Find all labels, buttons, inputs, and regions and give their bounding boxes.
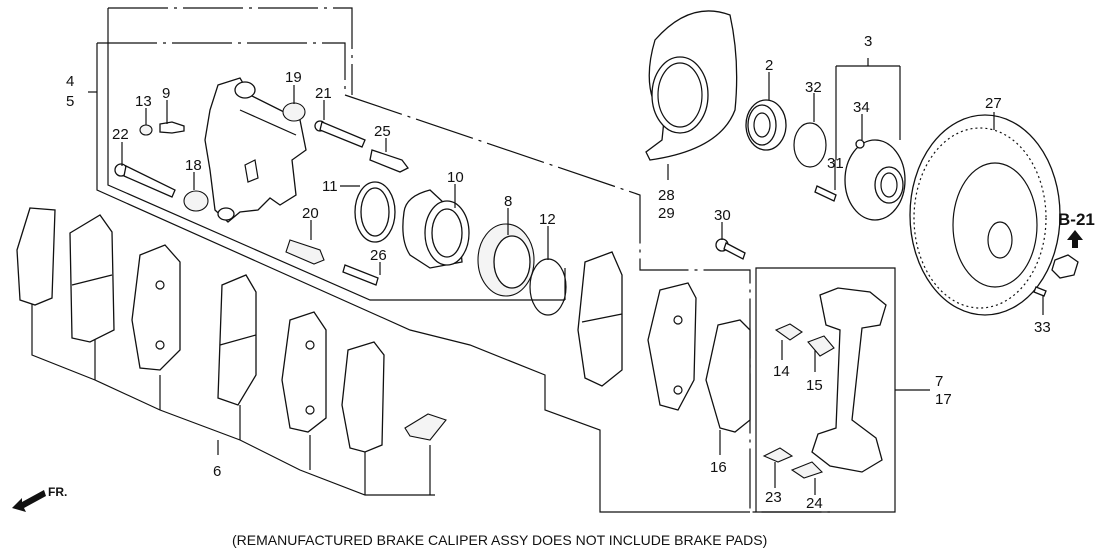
callout-9: 9 [162,85,170,102]
group-outline-caliper-assy [88,7,830,513]
callout-23: 23 [765,489,782,506]
caliper-bracket[interactable] [811,287,887,473]
callout-33: 33 [1034,319,1051,336]
pad-retainer-clip-23[interactable] [762,447,794,463]
brake-rotor[interactable] [909,114,1061,316]
front-direction-indicator: FR. [12,485,67,512]
callout-2: 2 [765,57,773,74]
splash-guard[interactable] [645,10,738,161]
brake-pad-inner-1[interactable] [217,274,257,406]
hub[interactable] [844,139,906,221]
callout-18: 18 [185,157,202,174]
callout-25: 25 [374,123,391,140]
slide-pin-bolt-22[interactable] [114,163,176,198]
callout-11: 11 [322,178,338,195]
bleeder-cap[interactable] [139,124,153,136]
front-arrow-icon [12,490,46,512]
callout-21: 21 [315,85,332,102]
group-outline-hub [835,58,901,160]
callout-26: 26 [370,247,387,264]
hub-bolt-31[interactable] [814,185,837,202]
slide-pin-25[interactable] [369,149,409,173]
callout-20: 20 [302,205,319,222]
callout-30: 30 [714,207,731,224]
callout-28: 28 [658,187,675,204]
brake-pad-outer-1[interactable] [69,214,115,343]
pin-boot-18[interactable] [183,190,209,212]
pad-shim-inner-2[interactable] [281,311,327,433]
caliper-bracket-bolt[interactable] [715,238,746,260]
callouts: 2 3 4 5 6 7 8 9 10 11 12 13 14 15 16 17 … [66,33,1051,512]
boot-retainer-ring[interactable] [529,258,567,316]
footnote: (REMANUFACTURED BRAKE CALIPER ASSY DOES … [232,532,767,548]
callout-3: 3 [864,33,872,50]
front-label: FR. [48,485,67,499]
callout-27: 27 [985,95,1002,112]
pad-shim-inner-1[interactable] [131,244,181,371]
piston-seal[interactable] [354,181,396,243]
brake-pad-outer-2[interactable] [577,251,623,387]
snap-ring[interactable] [793,122,827,168]
leader-lines [121,72,1044,495]
callout-17: 17 [935,391,952,408]
callout-24: 24 [806,495,823,512]
callout-19: 19 [285,69,302,86]
pad-shim-outer-3[interactable] [647,282,697,411]
pad-retainer-clip-24[interactable] [790,461,824,479]
slide-pin-20[interactable] [285,239,325,265]
callout-14: 14 [773,363,790,380]
reference-label[interactable]: B-21 [1058,210,1095,229]
reference-b21[interactable]: B-21 [1058,210,1095,248]
pad-shim-inner-3[interactable] [705,319,751,433]
callout-13: 13 [135,93,152,110]
callout-8: 8 [504,193,512,210]
pin-boot-19[interactable] [282,102,306,122]
callout-16: 16 [710,459,727,476]
callout-7: 7 [935,373,943,390]
slide-pin-26[interactable] [342,264,379,286]
callout-32: 32 [805,79,822,96]
pad-shim-outer-2[interactable] [341,341,385,453]
group-outline-caliper-bracket [755,267,930,513]
pad-retainer-clip-14[interactable] [774,323,803,341]
callout-10: 10 [447,169,464,186]
rotor-screw[interactable] [1033,286,1047,297]
pad-shim-outer-1[interactable] [16,207,56,306]
callout-31: 31 [827,155,844,172]
arrow-up-icon [1067,230,1083,248]
pad-retainer-clip[interactable] [404,413,447,441]
callout-5: 5 [66,93,74,110]
pad-retainer-clip-15[interactable] [807,335,835,357]
callout-34: 34 [853,99,870,116]
callout-29: 29 [658,205,675,222]
slide-pin-bolt-21[interactable] [314,120,366,148]
callout-12: 12 [539,211,556,228]
hub-nut[interactable] [1051,254,1079,279]
caliper-body[interactable] [204,77,307,223]
wheel-bearing[interactable] [745,99,787,151]
bleeder-screw[interactable] [159,121,185,134]
hub-bolt-34[interactable] [855,139,865,149]
callout-15: 15 [806,377,823,394]
piston[interactable] [402,189,470,269]
callout-6: 6 [213,463,221,480]
piston-boot[interactable] [477,223,535,297]
group-outline-pads [31,300,435,496]
callout-22: 22 [112,126,129,143]
callout-4: 4 [66,73,74,90]
